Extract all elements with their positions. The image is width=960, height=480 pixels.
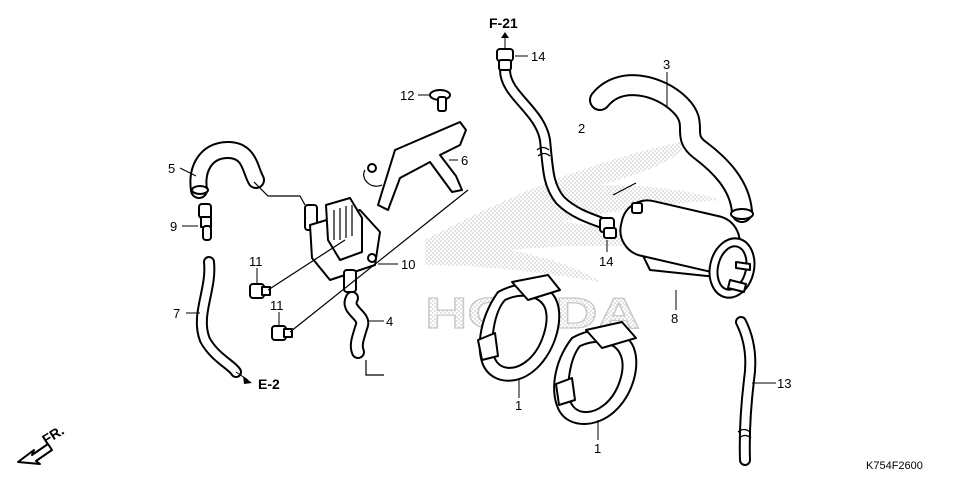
hose-3 [589, 74, 754, 223]
callout-12: 12 [400, 88, 414, 103]
fitting-9 [198, 203, 212, 241]
callout-8: 8 [671, 311, 678, 326]
e2-label: E-2 [258, 376, 280, 392]
callout-6: 6 [461, 153, 468, 168]
callout-1-left: 1 [515, 398, 522, 413]
band-1-left [477, 274, 561, 382]
valve-10 [304, 197, 381, 293]
callout-11-upper: 11 [249, 254, 263, 269]
bolt-11-lower [271, 325, 293, 341]
hose-13 [735, 316, 757, 466]
front-label: FR. [39, 422, 67, 448]
clip-14-lower [599, 217, 617, 239]
band-1-right [553, 321, 638, 425]
callout-9: 9 [170, 219, 177, 234]
f21-label: F-21 [489, 15, 518, 31]
callout-7: 7 [173, 306, 180, 321]
canister-8 [612, 182, 756, 299]
callout-4: 4 [386, 314, 393, 329]
hose-5 [189, 141, 265, 199]
up-arrow-icon [501, 32, 509, 38]
callout-3: 3 [663, 57, 670, 72]
clip-14-top [496, 48, 514, 71]
callout-2: 2 [578, 121, 585, 136]
callout-14-lower: 14 [599, 254, 613, 269]
callout-13: 13 [777, 376, 791, 391]
hose-2 [499, 64, 614, 231]
arrow-e2-icon [243, 376, 252, 384]
callout-10: 10 [401, 257, 415, 272]
hose-4 [343, 291, 370, 359]
callout-11-lower: 11 [270, 298, 284, 313]
callout-labels: 14 2 3 14 8 13 1 1 12 6 5 9 11 10 11 7 4 [168, 49, 791, 456]
f21-reference: F-21 [489, 15, 518, 48]
bracket-6 [363, 121, 467, 211]
bolt-11-upper [249, 283, 271, 299]
diagram-code: K754F2600 [866, 460, 923, 472]
front-indicator: FR. [17, 422, 67, 465]
callout-5: 5 [168, 161, 175, 176]
hose-7 [195, 256, 242, 378]
callout-1-right: 1 [594, 441, 601, 456]
callout-14-top: 14 [531, 49, 545, 64]
bolt-12 [429, 89, 451, 112]
